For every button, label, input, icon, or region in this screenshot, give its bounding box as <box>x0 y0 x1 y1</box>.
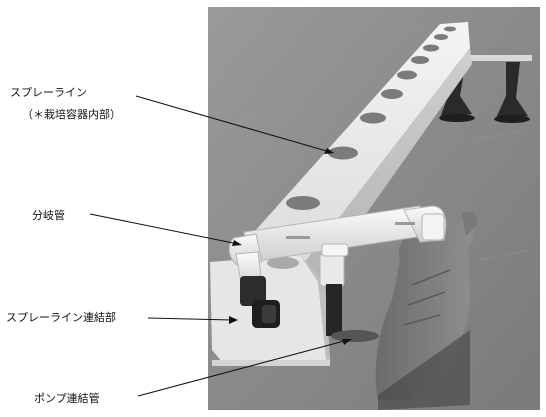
ground-texture <box>224 25 531 261</box>
box-opening <box>267 257 299 269</box>
leader-branch-pipe <box>89 213 239 245</box>
label-pump-pipe: ポンプ連結管 <box>34 392 100 405</box>
pump-pipe-shape <box>319 243 379 342</box>
label-spray-line-joint: スプレーライン連結部 <box>6 311 116 324</box>
leader-lines <box>89 95 349 397</box>
leader-spray-line <box>135 95 331 153</box>
leader-pump-pipe <box>137 339 349 397</box>
label-spray-line-sub: （＊栽培容器内部） <box>22 108 121 121</box>
label-spray-line: スプレーライン <box>10 86 87 99</box>
reservoir-edge <box>378 330 470 410</box>
spray-joint-shape <box>240 276 280 328</box>
leader-spray-joint <box>147 317 233 321</box>
support-stand <box>439 55 532 123</box>
label-branch-pipe: 分岐管 <box>32 209 65 222</box>
branch-pipe-shape <box>228 205 447 267</box>
planting-holes <box>286 26 456 210</box>
leader-arrowheads <box>229 148 352 345</box>
